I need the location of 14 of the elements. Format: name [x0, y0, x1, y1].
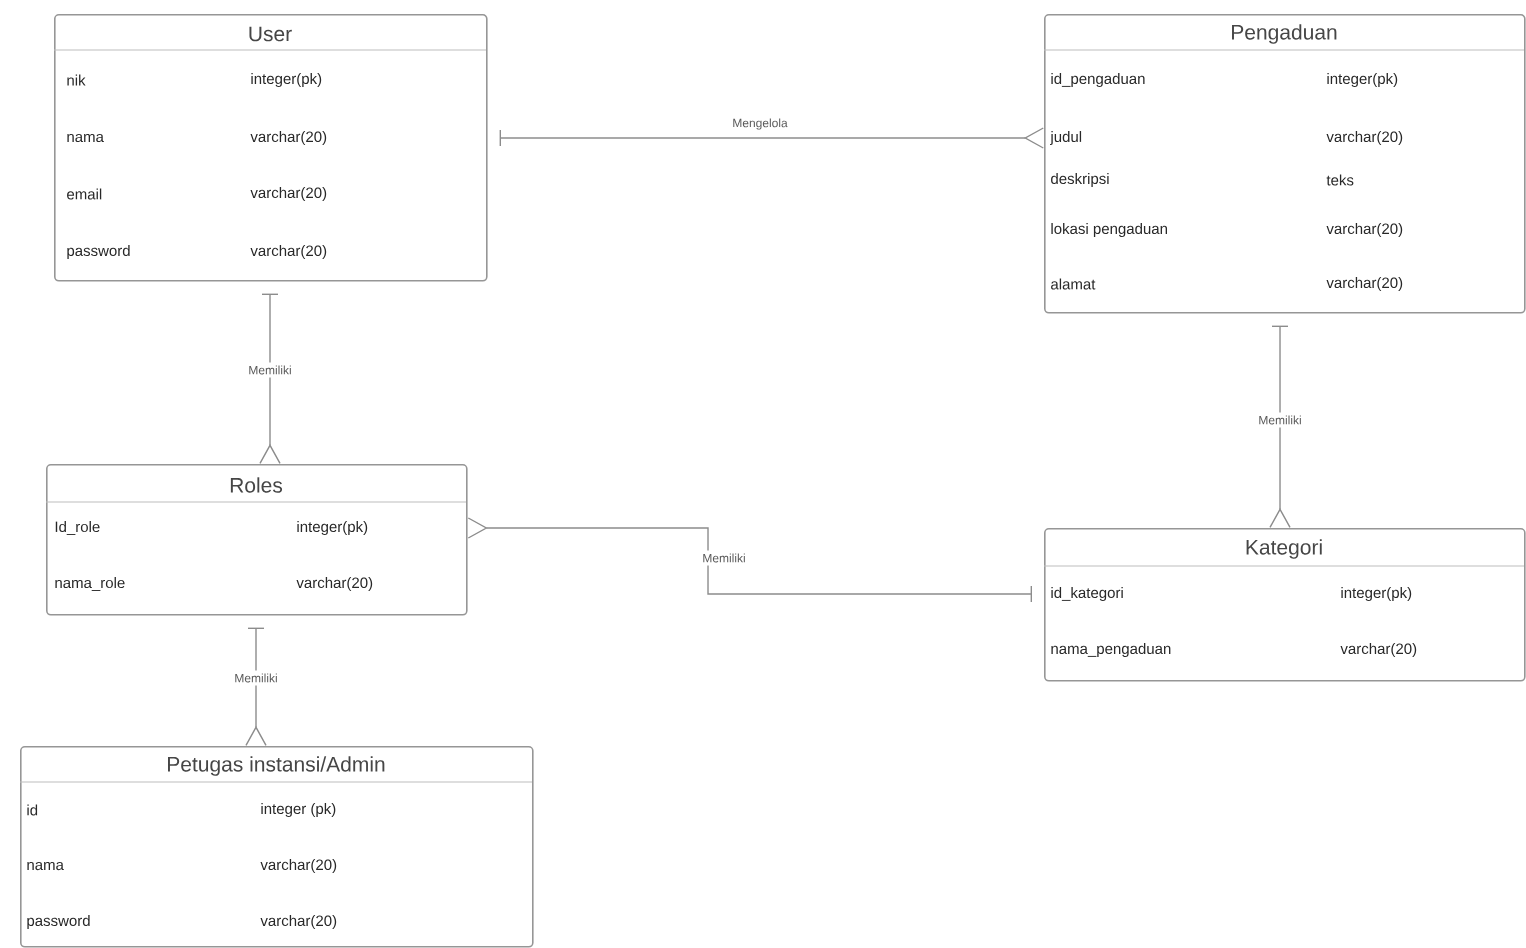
entity-table: [1043, 14, 1526, 314]
table-title: User: [249, 26, 292, 42]
relationship-line: [1269, 325, 1291, 528]
relationship-line: [467, 517, 1032, 603]
table-title: Petugas instansi/Admin: [168, 756, 385, 776]
entity-table: [19, 746, 534, 948]
table-title: Pengaduan: [1232, 24, 1337, 44]
table-title: Kategori: [1246, 539, 1322, 559]
table-title: Roles: [230, 477, 283, 493]
entity-table: [45, 464, 468, 616]
relationship-line: [499, 127, 1044, 149]
entity-table: [53, 14, 488, 282]
relationship-line: [259, 293, 281, 464]
entity-table: [1043, 528, 1526, 682]
